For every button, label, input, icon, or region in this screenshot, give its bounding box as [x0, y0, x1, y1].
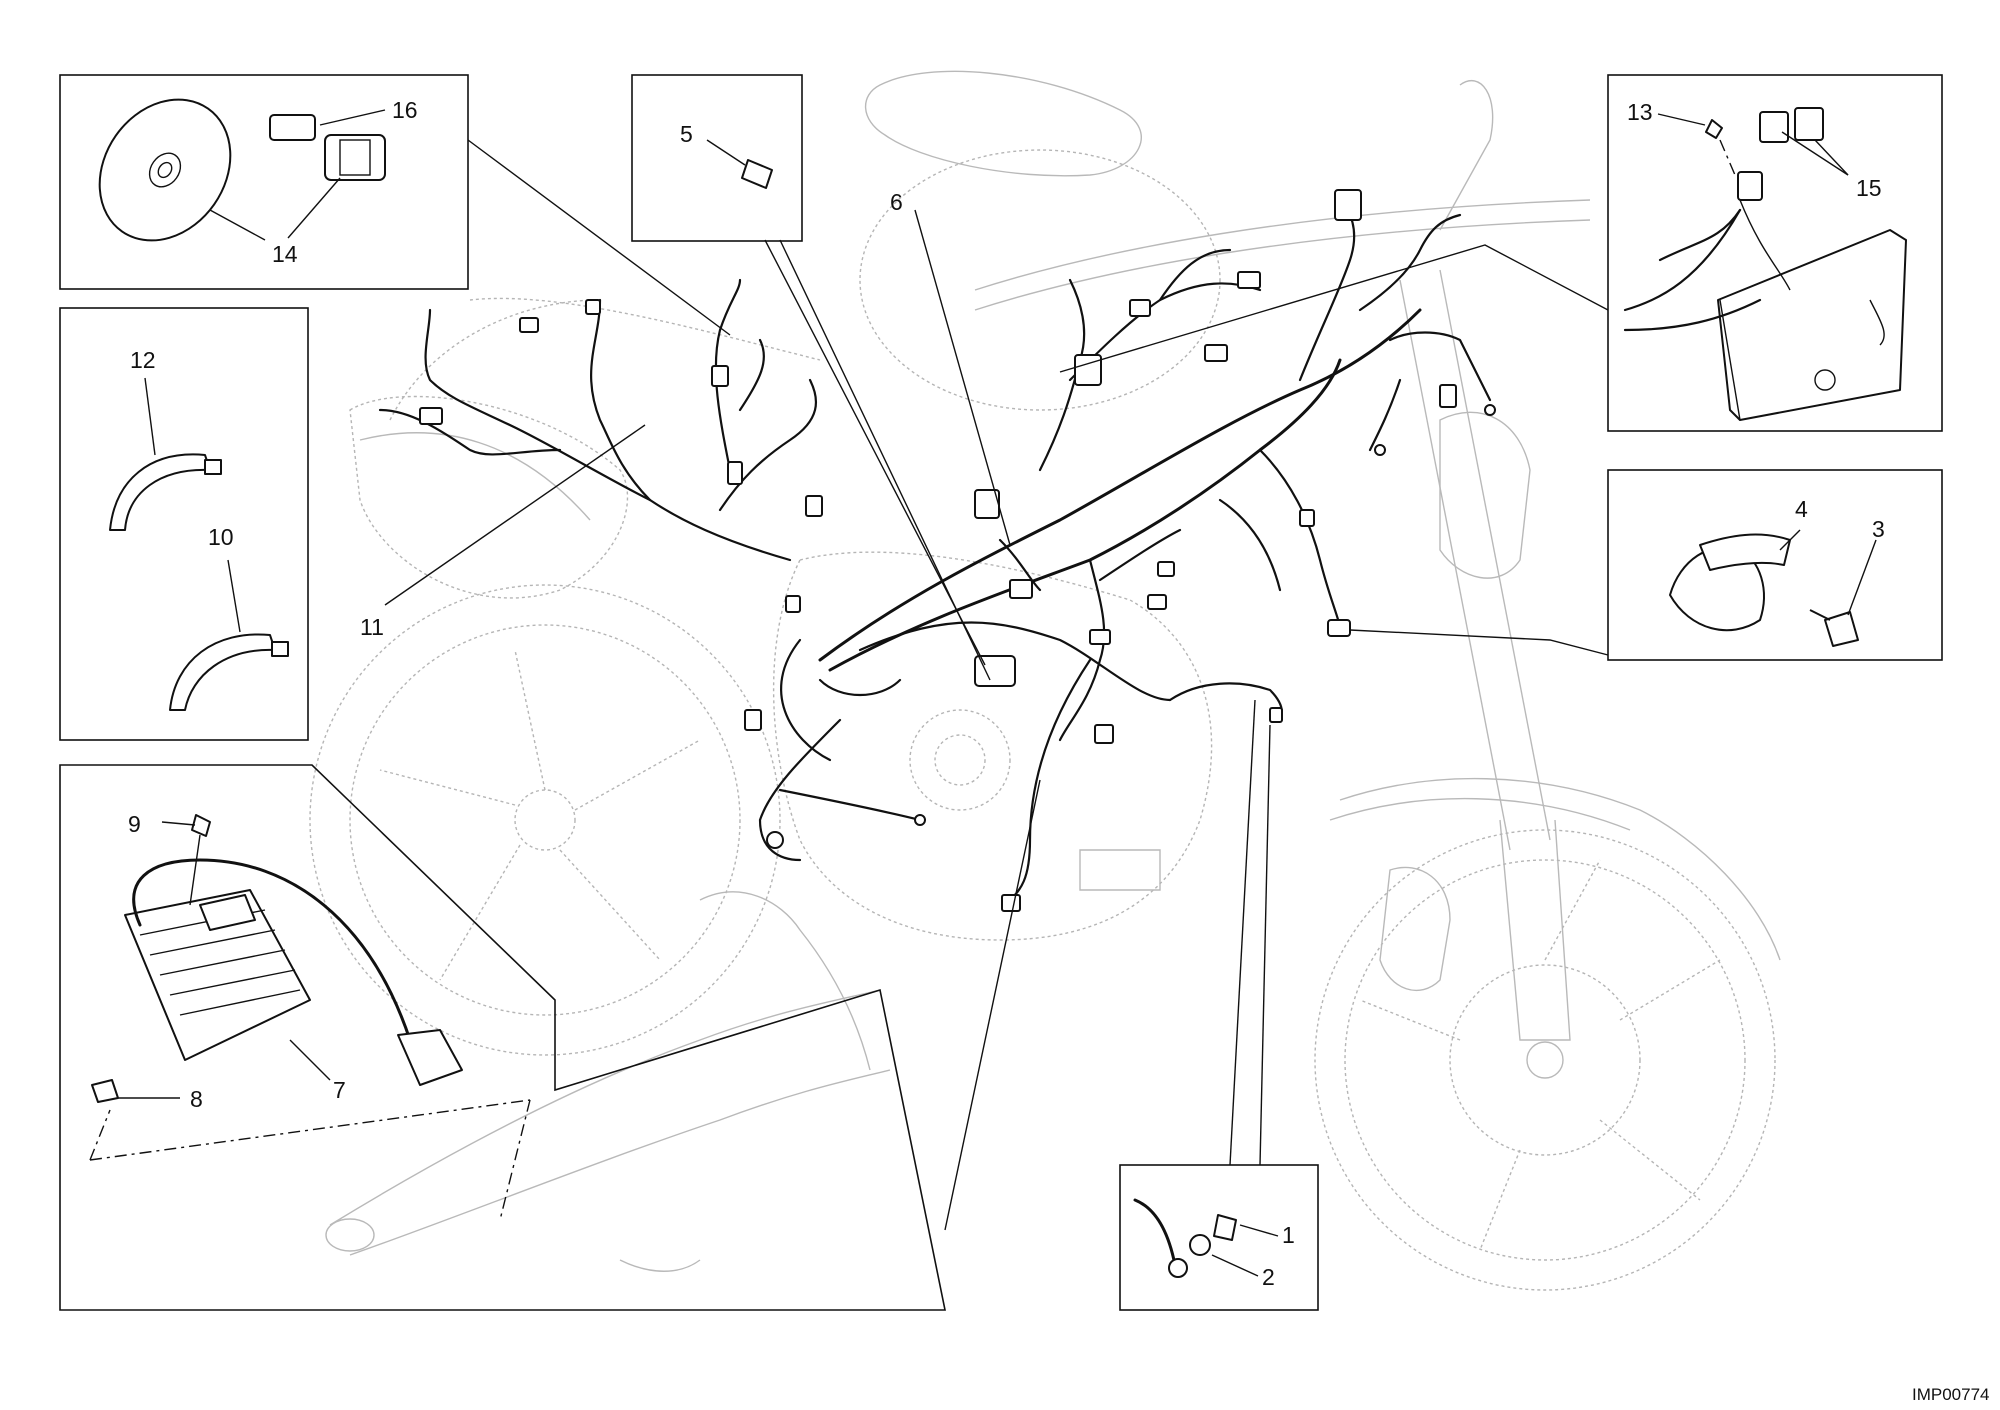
callout-3: 3 [1872, 516, 1885, 542]
motorcycle-ghost-outline [309, 70, 1781, 1291]
detail-box-ground-bolt [1119, 1164, 1319, 1311]
detail-box-sensor [1607, 469, 1943, 661]
callout-2: 2 [1262, 1264, 1275, 1290]
callout-13: 13 [1627, 99, 1653, 125]
drawing-code: IMP00774 [1912, 1385, 1990, 1404]
callout-15: 15 [1856, 175, 1882, 201]
callout-14: 14 [272, 241, 298, 267]
callout-7: 7 [333, 1077, 346, 1103]
callout-4: 4 [1795, 496, 1808, 522]
callout-11: 11 [360, 614, 384, 640]
callout-6: 6 [890, 189, 903, 215]
callout-8: 8 [190, 1086, 203, 1112]
callout-9: 9 [128, 811, 141, 837]
main-wiring-harness [378, 189, 1496, 912]
callout-16: 16 [392, 97, 418, 123]
callout-10: 10 [208, 524, 234, 550]
detail-box-cd-and-switch [59, 74, 469, 290]
callout-1: 1 [1282, 1222, 1295, 1248]
callout-5: 5 [680, 121, 693, 147]
callout-12: 12 [130, 347, 156, 373]
detail-box-relays [1607, 74, 1943, 432]
assembly-leader-lines [384, 139, 1609, 1231]
detail-box-cable-ties [59, 307, 309, 741]
callout-labels: 1 2 3 4 5 6 7 8 9 10 11 12 13 14 15 16 I… [128, 97, 1990, 1404]
detail-box-fuse [631, 74, 803, 242]
detail-box-voltage-regulator [59, 764, 946, 1311]
